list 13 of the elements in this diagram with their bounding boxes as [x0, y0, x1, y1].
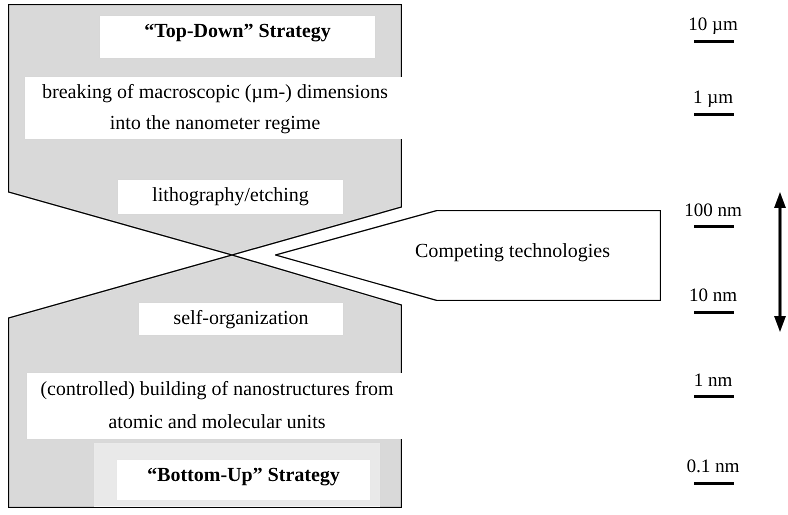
scale-label: 0.1 nm: [686, 456, 740, 478]
top-down-pentagon: [8, 4, 402, 255]
scale-label: 10 µm: [687, 14, 739, 36]
method-label: lithography/etching: [118, 180, 343, 214]
description: breaking of macroscopic (µm-) dimensions into the nanometer regime: [25, 77, 405, 139]
scale-label: 1 nm: [692, 370, 734, 392]
heading: “Bottom-Up” Strategy: [117, 460, 370, 500]
heading: “Top-Down” Strategy: [100, 16, 375, 58]
scale-label: 100 nm: [683, 200, 743, 222]
scale-label: 10 nm: [688, 285, 738, 307]
arrow-pentagon: [275, 210, 661, 301]
scale-label: 1 µm: [692, 87, 734, 109]
method-label: self-organization: [139, 303, 343, 335]
